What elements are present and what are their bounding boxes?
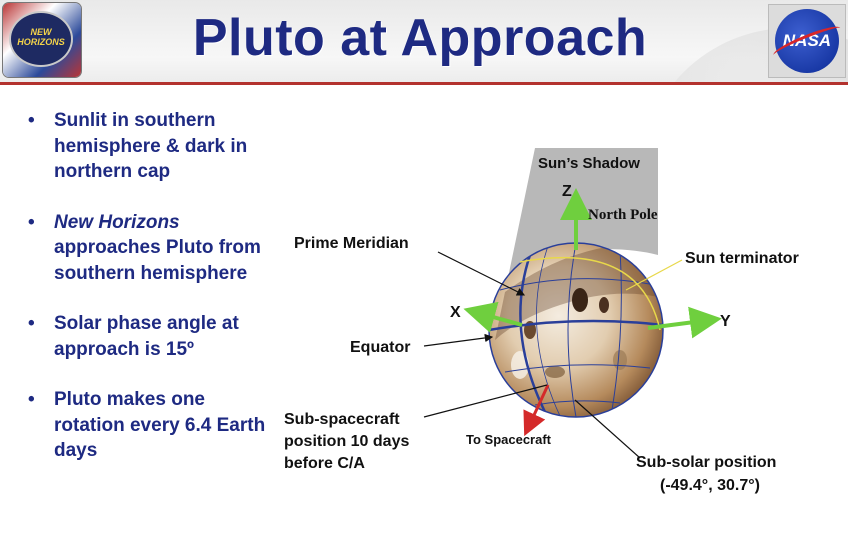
sub-solar-leader (574, 399, 641, 459)
y-axis-arrow (647, 306, 722, 339)
bullet-dot-icon: • (28, 313, 35, 334)
sub-spacecraft-label: Sub-spacecraft position 10 days before C… (284, 411, 414, 472)
bullet-item: • Sunlit in southern hemisphere & dark i… (28, 108, 278, 185)
bullet-text: Solar phase angle at approach is 15º (54, 313, 239, 360)
sub-spacecraft-line: position 10 days (284, 433, 409, 450)
new-horizons-patch-logo: NEW HORIZONS (3, 3, 81, 77)
y-axis-label: Y (720, 313, 731, 330)
sub-spacecraft-line: before C/A (284, 455, 365, 472)
z-axis-label: Z (562, 183, 572, 200)
bullet-item: • Pluto makes one rotation every 6.4 Ear… (28, 387, 278, 464)
sub-solar-line: (-49.4°, 30.7°) (660, 477, 760, 494)
sub-solar-label: Sub-solar position (-49.4°, 30.7°) (636, 454, 781, 494)
sun-shadow-label: Sun’s Shadow (538, 155, 640, 172)
bullet-list: • Sunlit in southern hemisphere & dark i… (28, 108, 278, 489)
bullet-dot-icon: • (28, 389, 35, 410)
bullet-text: approaches Pluto from southern hemispher… (54, 237, 261, 284)
sub-spacecraft-line: Sub-spacecraft (284, 411, 400, 428)
north-pole-label: North Pole (588, 207, 658, 223)
x-axis-arrow (463, 301, 523, 333)
sub-spacecraft-leader (423, 384, 548, 418)
prime-meridian-label: Prime Meridian (294, 235, 409, 252)
to-spacecraft-label: To Spacecraft (466, 432, 552, 447)
bullet-dot-icon: • (28, 110, 35, 131)
bullet-item: • New Horizons approaches Pluto from sou… (28, 210, 278, 287)
header-banner: NEW HORIZONS Pluto at Approach NASA (0, 0, 848, 82)
bullet-text: Sunlit in southern hemisphere & dark in … (54, 110, 248, 182)
bullet-emphasis: New Horizons (54, 211, 180, 233)
prime-meridian-leader (437, 251, 526, 296)
bullet-dot-icon: • (28, 211, 35, 233)
nasa-logo-text: NASA (775, 9, 839, 73)
nasa-logo: NASA (768, 4, 846, 78)
bullet-item: • Solar phase angle at approach is 15º (28, 311, 278, 362)
equator-leader (423, 333, 494, 347)
patch-text: NEW HORIZONS (9, 11, 73, 67)
sub-solar-line: Sub-solar position (636, 454, 776, 471)
sun-terminator-leader (625, 259, 683, 291)
page-title: Pluto at Approach (192, 9, 648, 67)
bullet-text: Pluto makes one rotation every 6.4 Earth… (54, 389, 266, 461)
spacecraft-arrow (523, 384, 550, 437)
equator-label: Equator (350, 339, 410, 356)
header-rule (0, 82, 848, 85)
sun-terminator-label: Sun terminator (685, 250, 799, 267)
pluto-globe (488, 242, 664, 418)
x-axis-label: X (450, 304, 461, 321)
